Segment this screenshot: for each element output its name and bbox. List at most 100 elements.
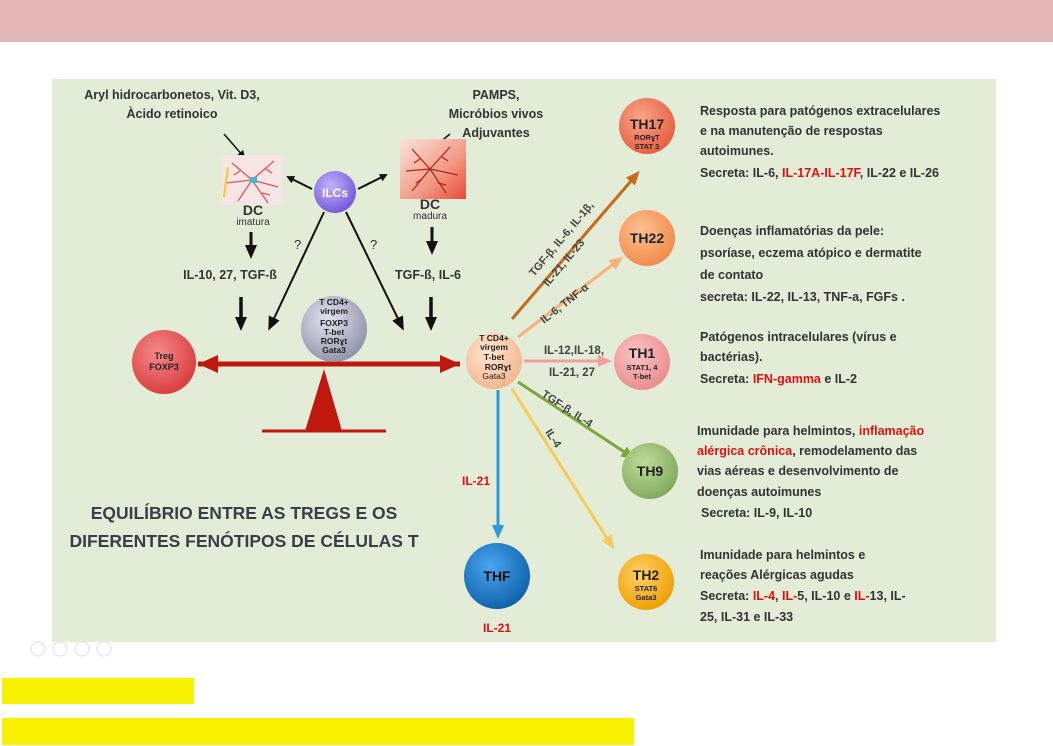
- center-naive-l4: T-bet: [324, 327, 344, 337]
- th2-desc-l3: Secreta: IL-4, IL-5, IL-10 e IL-13, IL-: [700, 589, 906, 603]
- left-source-line2: Àcido retinoico: [127, 106, 218, 121]
- treg-label: Treg: [154, 351, 173, 361]
- th22-desc-l3: de contato: [700, 268, 764, 282]
- th9-desc-l5: Secreta: IL-9, IL-10: [701, 506, 812, 520]
- th17-desc-l4: Secreta: IL-6, IL-17A-IL-17F, IL-22 e IL…: [700, 166, 939, 180]
- dc-imature-cell-icon: [222, 155, 282, 205]
- th1-cytokines-a: IL-12,IL-18,: [544, 345, 604, 357]
- thf-name: THF: [483, 568, 511, 584]
- menu-control-icon[interactable]: [96, 641, 112, 657]
- center-naive-l6: Gata3: [322, 345, 346, 355]
- center-naive-l3: FOXP3: [320, 318, 348, 328]
- th9-desc-l4: doenças autoimunes: [697, 485, 821, 499]
- player-controls: [30, 641, 112, 657]
- center-naive-l5: RORɣt: [321, 336, 348, 346]
- th22-desc-l1: Doenças inflamatórias da pele:: [700, 224, 884, 238]
- th17-sub2: STAT 3: [635, 142, 660, 151]
- th1-desc-l2: bactérias).: [700, 350, 763, 364]
- right-naive-l5: Gata3: [482, 371, 505, 381]
- th17-sub1: RORɣT: [634, 133, 660, 142]
- arrow-to-th17: [510, 170, 640, 320]
- thf-cell: [464, 543, 530, 609]
- highlight-bar-2: [2, 718, 634, 745]
- play-control-icon[interactable]: [52, 641, 68, 657]
- right-naive-l2: virgem: [480, 342, 508, 352]
- zoom-control-icon[interactable]: [74, 641, 90, 657]
- thf-below-cytokine: IL-21: [483, 621, 511, 635]
- right-naive-t-cell: [466, 333, 522, 389]
- balance-left-arrowhead: [198, 355, 218, 373]
- th2-desc-l1: Imunidade para helmintos e: [700, 548, 865, 562]
- th9-cell: [622, 443, 678, 499]
- th1-sub2: T-bet: [633, 372, 651, 381]
- dc-mature-title: DC: [420, 196, 440, 212]
- balance-fulcrum: [305, 369, 342, 431]
- ilcs-to-dc-imature-arrow: [286, 176, 313, 190]
- th22-desc-l2: psoríase, eczema atópico e dermatite: [700, 246, 922, 260]
- right-naive-l1: T CD4+: [479, 333, 509, 343]
- th9-cytokines: TGF-β, IL-4: [539, 388, 595, 430]
- center-naive-l2: virgem: [320, 306, 348, 316]
- th22-name: TH22: [630, 230, 664, 246]
- ilcs-to-dc-mature-arrow: [357, 174, 388, 190]
- th2-desc-l2: reações Alérgicas agudas: [700, 568, 854, 582]
- th9-desc-l2: alérgica crônica, remodelamento das: [697, 444, 917, 458]
- dc-imature-title: DC: [243, 202, 263, 218]
- treg-foxp3: FOXP3: [149, 362, 179, 372]
- dc-mature-sub: madura: [413, 211, 447, 222]
- question-mark-right: ?: [370, 237, 377, 252]
- prev-control-icon[interactable]: [30, 641, 46, 657]
- ilcs-to-right-arrow: [345, 211, 404, 331]
- diagram-title-line1: EQUILÍBRIO ENTRE AS TREGS E OS: [91, 502, 398, 523]
- arrow-to-th22: [517, 256, 624, 339]
- left-source-line1: Aryl hidrocarbonetos, Vit. D3,: [84, 88, 260, 102]
- ilcs-label: ILCs: [322, 186, 348, 200]
- highlight-bar-1: [2, 678, 194, 704]
- th9-name: TH9: [637, 463, 664, 479]
- thf-arrow-cytokine: IL-21: [462, 474, 490, 488]
- right-source-line2: Micróbios vivos: [449, 107, 544, 121]
- th9-desc-l1: Imunidade para helmintos, inflamação: [697, 424, 925, 438]
- th22-desc-l4: secreta: IL-22, IL-13, TNF-a, FGFs .: [700, 290, 905, 304]
- right-source-line3: Adjuvantes: [462, 126, 529, 140]
- th22-cytokines: IL-6, TNF-α: [538, 281, 591, 326]
- center-naive-t-cell: [301, 296, 367, 362]
- diagram-canvas: Aryl hidrocarbonetos, Vit. D3, Àcido ret…: [69, 88, 940, 635]
- arrow-to-th2: [510, 388, 615, 550]
- center-naive-l1: T CD4+: [319, 297, 349, 307]
- th1-cytokines-b: IL-21, 27: [549, 367, 595, 379]
- th2-sub1: STAT6: [635, 584, 658, 593]
- left-source-arrow: [223, 133, 246, 159]
- th2-cell: [618, 554, 674, 610]
- th1-cell: [614, 334, 670, 390]
- diagram-slide: Aryl hidrocarbonetos, Vit. D3, Àcido ret…: [52, 79, 996, 642]
- ilcs-cell: [314, 171, 356, 213]
- th1-sub1: STAT1, 4: [627, 363, 659, 372]
- right-naive-l3: T-bet: [484, 352, 504, 362]
- th22-cell: [619, 210, 675, 266]
- th2-cytokines: IL-4: [542, 427, 563, 451]
- th1-name: TH1: [629, 345, 656, 361]
- question-mark-left: ?: [294, 237, 301, 252]
- dc-imature-sub: imatura: [236, 217, 270, 228]
- th2-sub2: Gata3: [636, 593, 657, 602]
- th1-desc-l1: Patógenos intracelulares (vírus e: [700, 330, 897, 344]
- diagram-title-line2: DIFERENTES FENÓTIPOS DE CÉLULAS T: [69, 530, 418, 551]
- th2-desc-l4: 25, IL-31 e IL-33: [700, 610, 793, 624]
- th2-name: TH2: [633, 567, 660, 583]
- th9-desc-l3: vias aéreas e desenvolvimento de: [697, 464, 899, 478]
- th17-desc-l2: e na manutenção de respostas: [700, 124, 883, 138]
- dc-mature-cell-icon: [400, 139, 466, 199]
- th17-desc-l1: Resposta para patógenos extracelulares: [700, 104, 940, 118]
- arrow-to-th9: [517, 380, 636, 460]
- cytokines-left: IL-10, 27, TGF-ß: [183, 268, 277, 282]
- balance-right-arrowhead: [440, 355, 460, 373]
- treg-cell: [132, 330, 196, 394]
- th17-cell: [619, 98, 675, 154]
- right-naive-l4: RORɣt: [485, 362, 512, 372]
- right-source-line1: PAMPS,: [473, 88, 520, 102]
- th17-name: TH17: [630, 116, 664, 132]
- top-bar: [0, 0, 1053, 42]
- cytokines-right: TGF-ß, IL-6: [395, 268, 461, 282]
- th17-desc-l3: autoimunes.: [700, 144, 774, 158]
